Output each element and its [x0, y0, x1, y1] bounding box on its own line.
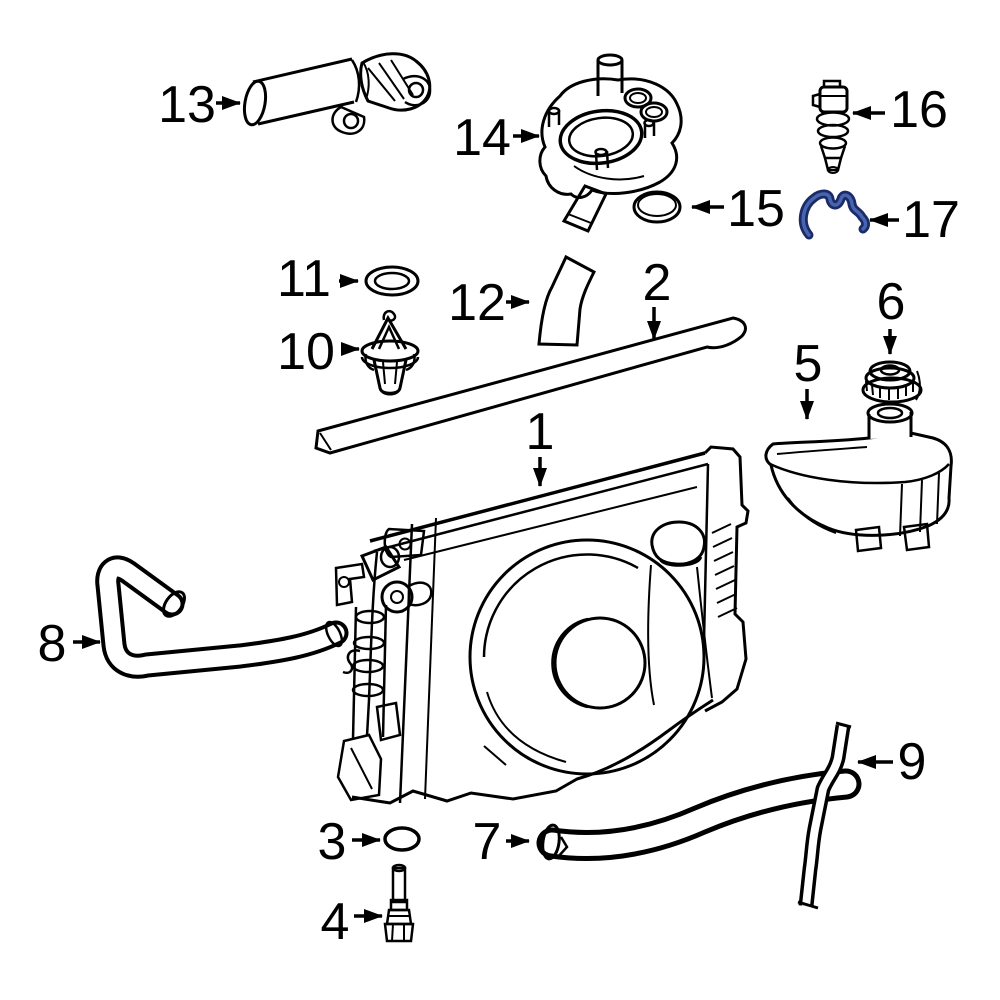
part-water-pump-housing — [538, 53, 683, 233]
callout-5: 5 — [794, 335, 823, 420]
part-drain-valve — [383, 863, 415, 943]
callout-12: 12 — [448, 274, 530, 332]
callout-4: 4 — [321, 893, 383, 951]
callout-13-label: 13 — [158, 76, 216, 134]
callout-10: 10 — [277, 323, 360, 381]
callout-14-label: 14 — [453, 109, 511, 167]
part-upper-radiator-hose — [95, 555, 349, 679]
callout-2-label: 2 — [643, 254, 672, 312]
callout-17-label: 17 — [902, 191, 960, 249]
callout-7-label: 7 — [473, 813, 502, 871]
callout-16-label: 16 — [890, 81, 948, 139]
callout-6-label: 6 — [877, 273, 906, 331]
callout-3-label: 3 — [318, 813, 347, 871]
part-temperature-sensor — [811, 79, 851, 174]
part-air-deflector-strip — [314, 316, 747, 455]
callout-9-label: 9 — [898, 733, 927, 791]
callout-10-label: 10 — [277, 323, 335, 381]
callout-1-label: 1 — [526, 403, 555, 461]
callout-13: 13 — [158, 76, 241, 134]
callout-11: 11 — [277, 250, 359, 308]
callout-8: 8 — [38, 615, 101, 673]
callout-9: 9 — [857, 733, 927, 791]
callout-12-label: 12 — [448, 274, 506, 332]
part-hose-elbow — [537, 254, 596, 347]
part-water-outlet — [242, 52, 432, 135]
part-lower-radiator-hose — [536, 768, 862, 861]
callout-2: 2 — [643, 254, 672, 340]
part-radiator-fan-shroud-assembly — [334, 445, 750, 805]
callout-3: 3 — [318, 813, 381, 871]
part-thermostat-o-ring — [364, 265, 420, 297]
callout-1: 1 — [526, 403, 555, 487]
part-coolant-reservoir-tank — [764, 402, 953, 553]
part-retainer-clip-highlighted — [798, 189, 870, 240]
callout-15-label: 15 — [727, 180, 785, 238]
callout-7: 7 — [473, 813, 530, 871]
cap-ribs — [865, 380, 914, 400]
callout-17: 17 — [869, 191, 960, 249]
callout-8-label: 8 — [38, 615, 67, 673]
radiator-hatch-lines — [711, 523, 738, 618]
callout-5-label: 5 — [794, 335, 823, 393]
part-reservoir-cap — [861, 360, 923, 404]
part-overflow-hose — [797, 721, 852, 910]
callout-11-label: 11 — [277, 250, 331, 308]
part-drain-plug-o-ring — [383, 826, 421, 852]
callout-15: 15 — [691, 180, 785, 238]
part-housing-seal — [632, 190, 682, 224]
callout-6: 6 — [877, 273, 906, 355]
callout-4-label: 4 — [321, 893, 350, 951]
callout-16: 16 — [852, 81, 948, 139]
part-thermostat — [360, 309, 420, 396]
callout-14: 14 — [453, 109, 540, 167]
